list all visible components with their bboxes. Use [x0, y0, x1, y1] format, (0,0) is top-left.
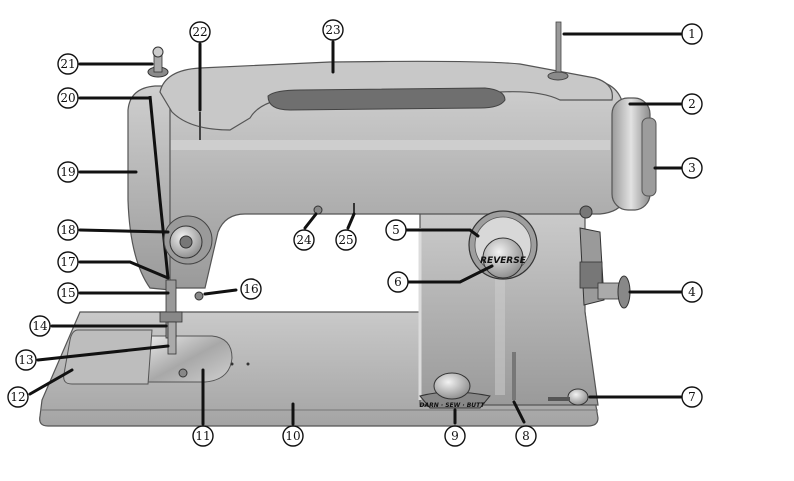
callout-2: 2 — [681, 93, 703, 115]
carry-handle — [159, 60, 613, 131]
callout-12: 12 — [7, 386, 29, 408]
dial-text: DARN · SEW · BUTT — [420, 402, 486, 409]
callout-25-label: 25 — [338, 233, 353, 247]
callout-15-label: 15 — [60, 286, 75, 300]
callout-markers: 1 2 3 4 5 6 7 8 9 10 11 12 13 14 15 16 1… — [7, 19, 703, 447]
callout-6: 6 — [387, 271, 409, 293]
callout-17-label: 17 — [60, 255, 75, 269]
callout-7-label: 7 — [688, 390, 696, 404]
callout-12-label: 12 — [10, 390, 25, 404]
leader-16 — [203, 288, 238, 296]
callout-25: 25 — [335, 229, 357, 251]
callout-22-label: 22 — [192, 25, 207, 39]
leader-13 — [36, 344, 170, 362]
callout-20: 20 — [57, 87, 79, 109]
power-switch — [548, 388, 589, 406]
leader-8 — [512, 400, 526, 424]
callout-3-label: 3 — [688, 161, 696, 175]
callout-20-label: 20 — [60, 91, 75, 105]
callout-23: 23 — [322, 19, 344, 41]
feed-dog-dial: DARN · SEW · BUTT — [419, 372, 491, 409]
callout-21-label: 21 — [60, 57, 75, 71]
callout-leaders — [28, 32, 683, 426]
callout-22: 22 — [189, 21, 211, 43]
callout-9: 9 — [444, 425, 466, 447]
callout-13-label: 13 — [18, 353, 33, 367]
leader-25 — [346, 212, 356, 230]
callout-1-label: 1 — [688, 27, 696, 41]
reverse-label: REVERSE — [480, 256, 527, 266]
callout-11-label: 11 — [195, 429, 210, 443]
callout-8-label: 8 — [522, 429, 530, 443]
leader-12 — [28, 368, 74, 396]
callout-19-label: 19 — [60, 165, 75, 179]
leader-24 — [303, 212, 318, 230]
callout-6-label: 6 — [394, 275, 402, 289]
callout-14: 14 — [29, 315, 51, 337]
machine-arm — [127, 79, 625, 291]
callout-10-label: 10 — [285, 429, 300, 443]
tension-dial — [163, 215, 213, 265]
callout-9-label: 9 — [451, 429, 459, 443]
callout-4-label: 4 — [688, 285, 696, 299]
callout-8: 8 — [515, 425, 537, 447]
callout-18-label: 18 — [60, 223, 75, 237]
callout-5-label: 5 — [392, 223, 400, 237]
callout-23-label: 23 — [325, 23, 340, 37]
bobbin-winder-assembly — [579, 205, 631, 309]
callout-16: 16 — [240, 278, 262, 300]
callout-4: 4 — [681, 281, 703, 303]
leader-18 — [78, 228, 170, 234]
screw-24 — [313, 205, 323, 215]
reverse-button — [482, 237, 524, 279]
callout-24-label: 24 — [296, 233, 312, 247]
needle-plate — [147, 335, 233, 383]
callout-5: 5 — [385, 219, 407, 241]
leader-17 — [78, 260, 170, 280]
callout-3: 3 — [681, 157, 703, 179]
callout-13: 13 — [15, 349, 37, 371]
callout-16-label: 16 — [243, 282, 258, 296]
callout-7: 7 — [681, 386, 703, 408]
callout-15: 15 — [57, 282, 79, 304]
callout-2-label: 2 — [688, 97, 696, 111]
callout-19: 19 — [57, 161, 79, 183]
callout-17: 17 — [57, 251, 79, 273]
stitch-length-dial: REVERSE — [468, 210, 538, 280]
leader-5 — [404, 228, 480, 238]
callout-14-label: 14 — [32, 319, 48, 333]
callout-11: 11 — [192, 425, 214, 447]
needle-bar-assembly — [159, 279, 204, 355]
callout-24: 24 — [293, 229, 315, 251]
callout-21: 21 — [57, 53, 79, 75]
spool-pin — [547, 21, 569, 81]
thread — [148, 95, 170, 279]
leader-6 — [406, 264, 494, 284]
machine-pillar — [418, 194, 599, 406]
thread-guide-top — [147, 46, 169, 78]
hand-wheel — [611, 97, 657, 211]
callout-1: 1 — [681, 23, 703, 45]
callout-10: 10 — [282, 425, 304, 447]
face-cover — [127, 85, 171, 291]
callout-18: 18 — [57, 219, 79, 241]
